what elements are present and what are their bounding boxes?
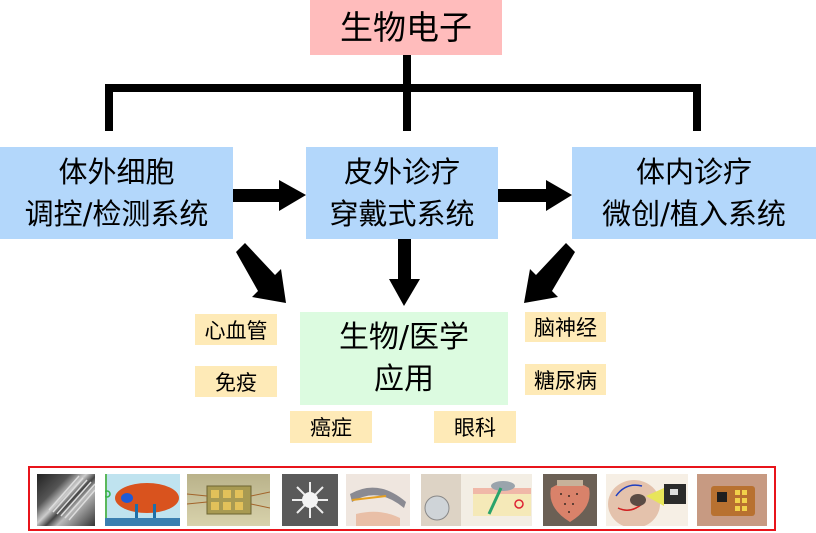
system-line1: 体外细胞 (58, 155, 175, 189)
tag-neuro: 脑神经 (525, 312, 606, 342)
system-line1: 皮外诊疗 (343, 155, 460, 189)
application-line2: 应用 (374, 361, 434, 397)
system-line2: 调控/检测系统 (24, 197, 209, 231)
tag-ophthalmology: 眼科 (434, 411, 516, 443)
arrow-diag-right (524, 243, 575, 303)
tag-cardiovascular: 心血管 (195, 314, 277, 345)
tree-right-branch (693, 84, 701, 131)
arrow-right-2 (498, 180, 572, 211)
tag-cancer: 癌症 (290, 411, 372, 443)
thumbnail-electrode-chip (187, 474, 270, 526)
root-node-bioelectronics: 生物电子 (310, 0, 502, 55)
thumbnail-microelectrode-array (37, 474, 95, 526)
tag-immunity: 免疫 (195, 366, 277, 397)
thumbnail-coated-cgm (421, 474, 532, 526)
thumbnail-brain-implant (606, 474, 688, 526)
thumbnail-cell-electrode-schematic (105, 474, 180, 526)
system-implantable: 体内诊疗 微创/植入系统 (572, 147, 816, 239)
arrow-right-1 (233, 180, 306, 211)
arrow-diag-left (236, 243, 286, 303)
application-node: 生物/医学 应用 (300, 312, 508, 405)
tree-trunk (403, 55, 411, 131)
tree-left-branch (105, 84, 113, 131)
application-line1: 生物/医学 (338, 319, 470, 355)
arrow-down-middle (389, 239, 420, 306)
root-label: 生物电子 (340, 7, 472, 47)
system-line1: 体内诊疗 (635, 155, 752, 189)
system-in-vitro: 体外细胞 调控/检测系统 (0, 147, 233, 239)
thumbnail-implanted-sensor (697, 474, 767, 526)
system-line2: 穿戴式系统 (329, 197, 475, 231)
example-image-strip (28, 466, 776, 531)
thumbnail-flexible-sensor (346, 474, 410, 526)
tree-crossbar (105, 84, 701, 92)
system-wearable: 皮外诊疗 穿戴式系统 (306, 147, 498, 239)
thumbnail-nanostructure-sem (282, 474, 338, 526)
thumbnail-cardiac-mesh (543, 474, 597, 526)
tag-diabetes: 糖尿病 (525, 364, 606, 395)
system-line2: 微创/植入系统 (602, 197, 786, 231)
